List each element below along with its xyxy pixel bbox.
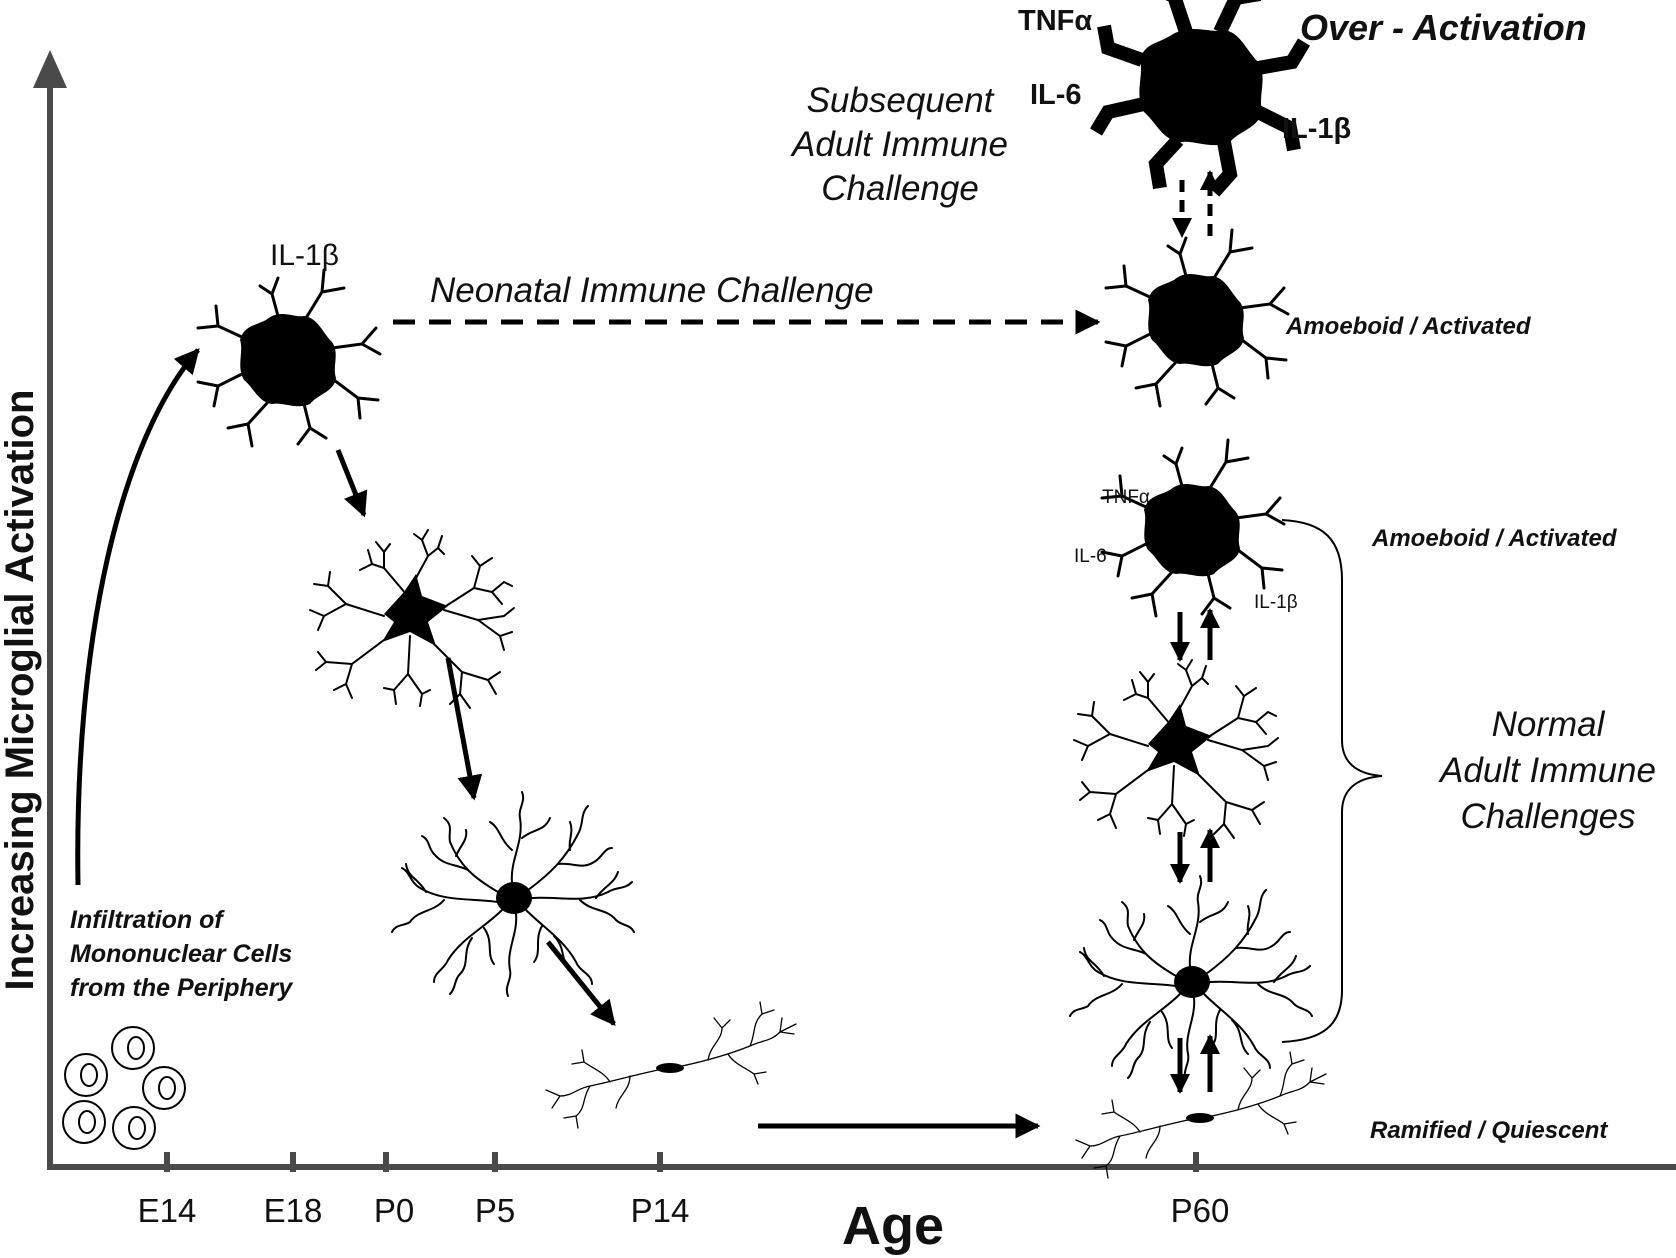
subsequent-line-3: Challenge: [821, 169, 979, 208]
subsequent-line-1: Subsequent: [807, 81, 995, 120]
infiltration-line-3: from the Periphery: [70, 974, 293, 1002]
tick-label-p14: P14: [631, 1192, 690, 1229]
dev-quiescent-cell-icon: [545, 1001, 797, 1129]
tnfa-over-label: TNFα: [1018, 5, 1092, 37]
y-axis-label: Increasing Microglial Activation: [0, 390, 42, 991]
tnfa-normal-label: TNFα: [1102, 487, 1150, 508]
il1b-over-label: IL-1β: [1282, 113, 1351, 145]
tick-label-e14: E14: [138, 1192, 197, 1229]
tick-label-p60: P60: [1171, 1192, 1230, 1229]
dev-intermediate-cell-icon: [309, 529, 515, 709]
normal-amoeboid-cell-icon: [1100, 438, 1286, 618]
y-axis-arrowhead-icon: [33, 50, 67, 88]
state-amoeboid-top: Amoeboid / Activated: [1285, 313, 1532, 340]
normal-ramified-cell-icon: [1069, 875, 1313, 1081]
infiltration-line-2: Mononuclear Cells: [70, 940, 292, 968]
normal-challenges-label: Normal Adult Immune Challenges: [1438, 705, 1656, 836]
normal-quiescent-cell-icon: [1075, 1051, 1327, 1179]
dev-arrow-2: [445, 657, 483, 801]
mononuclear-cells-icon: [62, 1026, 186, 1150]
x-axis-label: Age: [842, 1196, 944, 1256]
infiltration-line-1: Infiltration of: [70, 906, 225, 934]
over-activation-label: Over - Activation: [1300, 7, 1587, 48]
adult-amoeboid-top-cell-icon: [1104, 228, 1290, 408]
axes: [33, 50, 1676, 1172]
tick-label-p5: P5: [475, 1192, 515, 1229]
normal-range-brace: [1281, 519, 1383, 1043]
neonatal-challenge-label: Neonatal Immune Challenge: [430, 271, 874, 310]
normal-line-2: Adult Immune: [1438, 751, 1656, 790]
tick-label-e18: E18: [264, 1192, 323, 1229]
state-amoeboid-mid: Amoeboid / Activated: [1371, 525, 1618, 552]
infiltration-label: Infiltration of Mononuclear Cells from t…: [70, 906, 293, 1002]
infiltration-arrow: [75, 348, 200, 886]
early-amoeboid-cell-icon: [196, 268, 382, 448]
dev-arrow-3: [546, 940, 616, 1026]
subsequent-line-2: Adult Immune: [790, 125, 1008, 164]
normal-intermediate-cell-icon: [1073, 659, 1279, 839]
state-ramified: Ramified / Quiescent: [1370, 1117, 1608, 1144]
il1b-early-label: IL-1β: [270, 239, 339, 272]
il6-normal-label: IL-6: [1074, 546, 1107, 567]
subsequent-challenge-label: Subsequent Adult Immune Challenge: [790, 81, 1008, 208]
tick-label-p0: P0: [374, 1192, 414, 1229]
normal-arrows: [1170, 608, 1220, 1094]
x-tick-labels: E14 E18 P0 P5 P14 P60: [138, 1192, 1230, 1229]
dev-ramified-cell-icon: [391, 791, 635, 997]
normal-line-3: Challenges: [1460, 797, 1635, 836]
over-activated-cell-icon: [1096, 0, 1304, 192]
dev-arrow-1: [335, 449, 368, 518]
normal-line-1: Normal: [1492, 705, 1606, 744]
il6-over-label: IL-6: [1030, 79, 1082, 111]
il1b-normal-label: IL-1β: [1254, 592, 1298, 613]
